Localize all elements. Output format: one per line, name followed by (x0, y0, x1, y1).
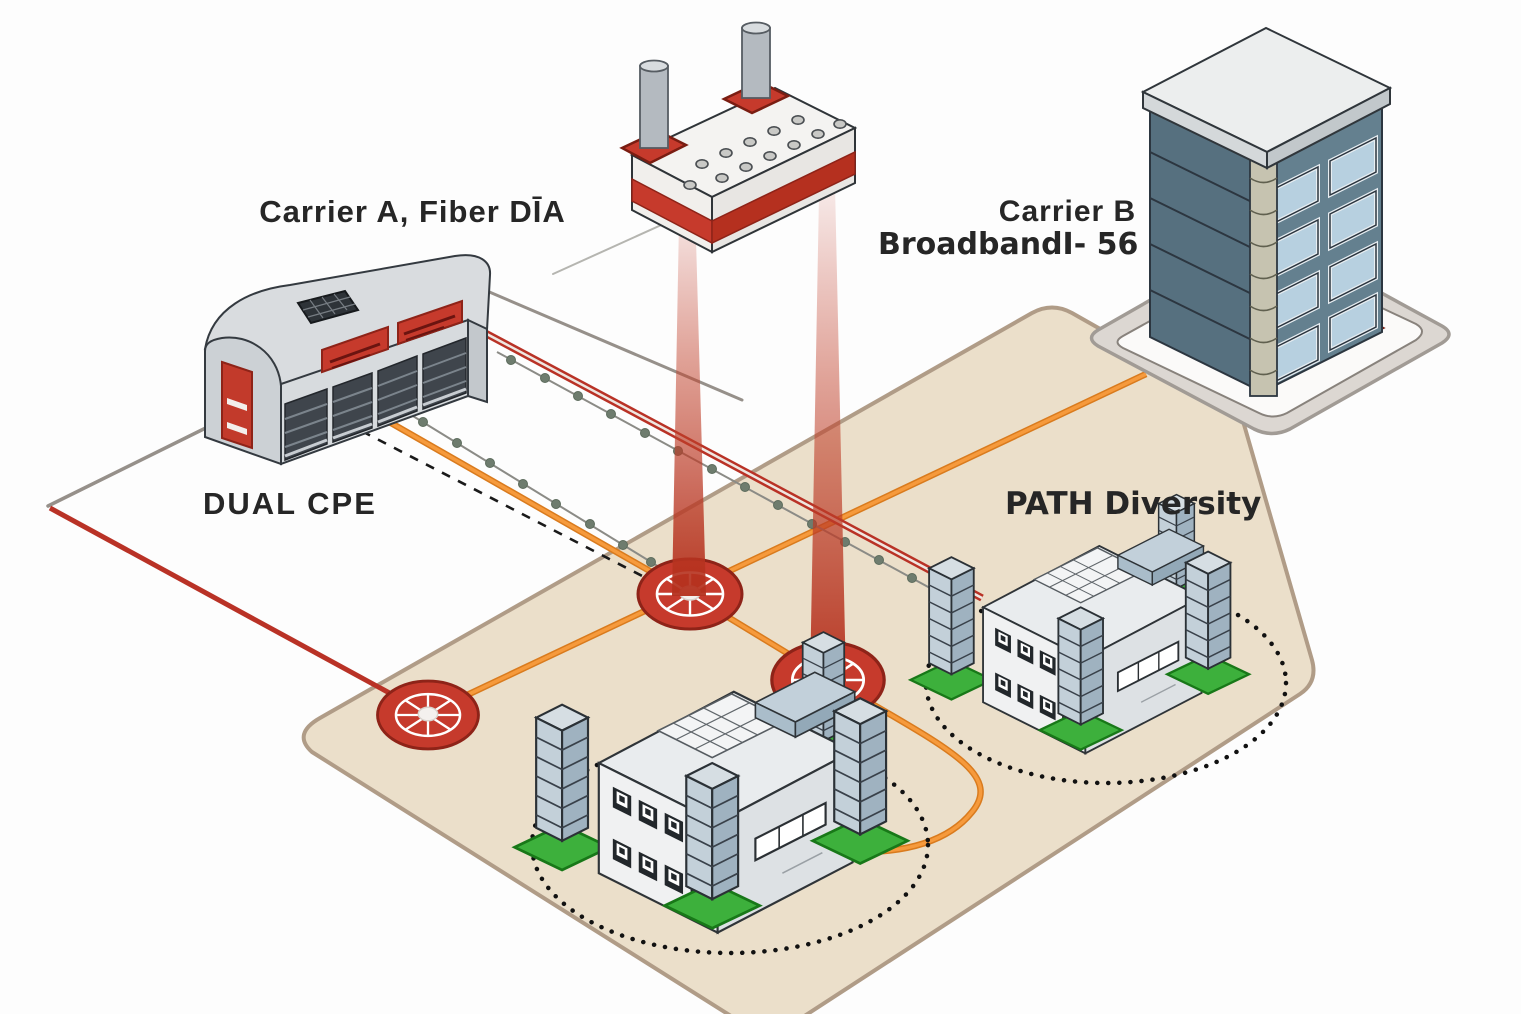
beaded-conduit-line-b (407, 412, 665, 571)
antenna-device (619, 21, 858, 254)
site-perimeter-right (923, 580, 1289, 786)
carrier-a-building (203, 254, 492, 466)
end-door-panel (221, 360, 253, 450)
label-carrier-b: Carrier B (998, 195, 1137, 228)
carrier-b-tower-building (1140, 26, 1393, 397)
beaded-conduit-line-a (496, 351, 975, 613)
fiber-red-dia-path (48, 321, 984, 717)
label-carrier-b-broadband: BroadbandI- 56 (878, 227, 1139, 262)
building-signs (321, 299, 463, 374)
radio-beams (672, 140, 846, 682)
rooftop-vent (296, 289, 360, 325)
site-perimeter-bottom (529, 734, 931, 956)
label-dual-cpe: DUAL CPE (203, 486, 377, 521)
antenna-mast (639, 21, 771, 149)
label-path-diversity: PATH Diversity (1005, 486, 1262, 522)
device-ports (683, 115, 847, 191)
dashed-diverse-route (345, 421, 651, 582)
corner-column (1249, 147, 1278, 397)
label-carrier-a-fiber-dia: Carrier A, Fiber DĪA (259, 194, 566, 229)
